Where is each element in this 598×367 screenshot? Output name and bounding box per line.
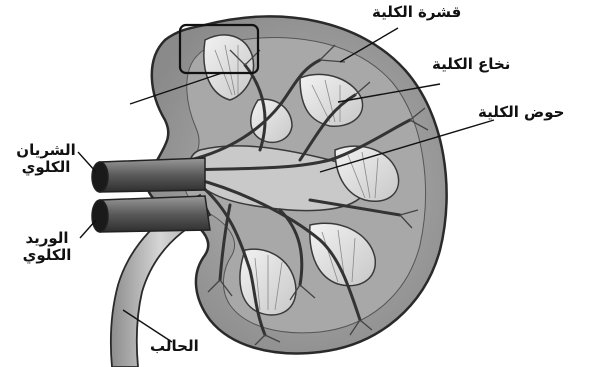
label-pelvis: حوض الكلية — [478, 104, 564, 121]
renal-artery-opening — [92, 162, 108, 192]
renal-vein-opening — [92, 200, 108, 232]
label-vein-line2: الكلوي — [10, 247, 84, 264]
label-artery-line2: الكلوي — [4, 159, 88, 176]
label-cortex: قشرة الكلية — [372, 4, 461, 21]
label-vein: الوريد الكلوي — [10, 230, 84, 265]
label-ureter: الحالب — [150, 338, 199, 355]
label-artery-line1: الشريان — [4, 142, 88, 159]
label-vein-line1: الوريد — [10, 230, 84, 247]
renal-vein-tube — [100, 196, 210, 232]
label-artery: الشريان الكلوي — [4, 142, 88, 177]
label-medulla: نخاع الكلية — [432, 56, 510, 73]
renal-artery-tube — [100, 158, 205, 192]
